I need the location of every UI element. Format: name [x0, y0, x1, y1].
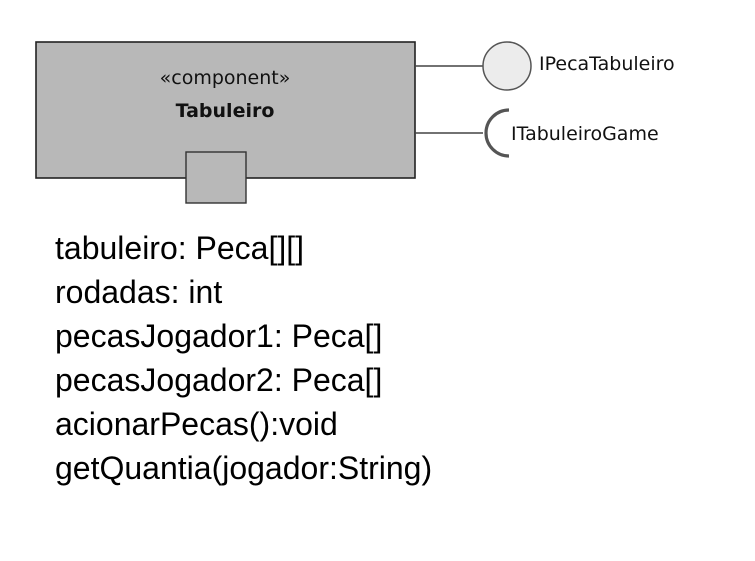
member-item: getQuantia(jogador:String): [55, 450, 433, 486]
member-item: pecasJogador2: Peca[]: [55, 362, 383, 398]
provided-interface-ball-icon: [482, 41, 532, 91]
required-interface-label: ITabuleiroGame: [511, 123, 659, 145]
member-item: pecasJogador1: Peca[]: [55, 318, 383, 354]
member-item: rodadas: int: [55, 274, 223, 310]
component-stereotype: «component»: [160, 67, 291, 89]
member-item: tabuleiro: Peca[][]: [55, 230, 305, 266]
component-port: [185, 151, 247, 204]
provided-interface-label: IPecaTabuleiro: [539, 53, 675, 75]
member-item: acionarPecas():void: [55, 406, 338, 442]
member-list: tabuleiro: Peca[][] rodadas: int pecasJo…: [55, 226, 432, 490]
component-name: Tabuleiro: [176, 100, 275, 122]
required-interface-socket-icon: [484, 108, 510, 158]
